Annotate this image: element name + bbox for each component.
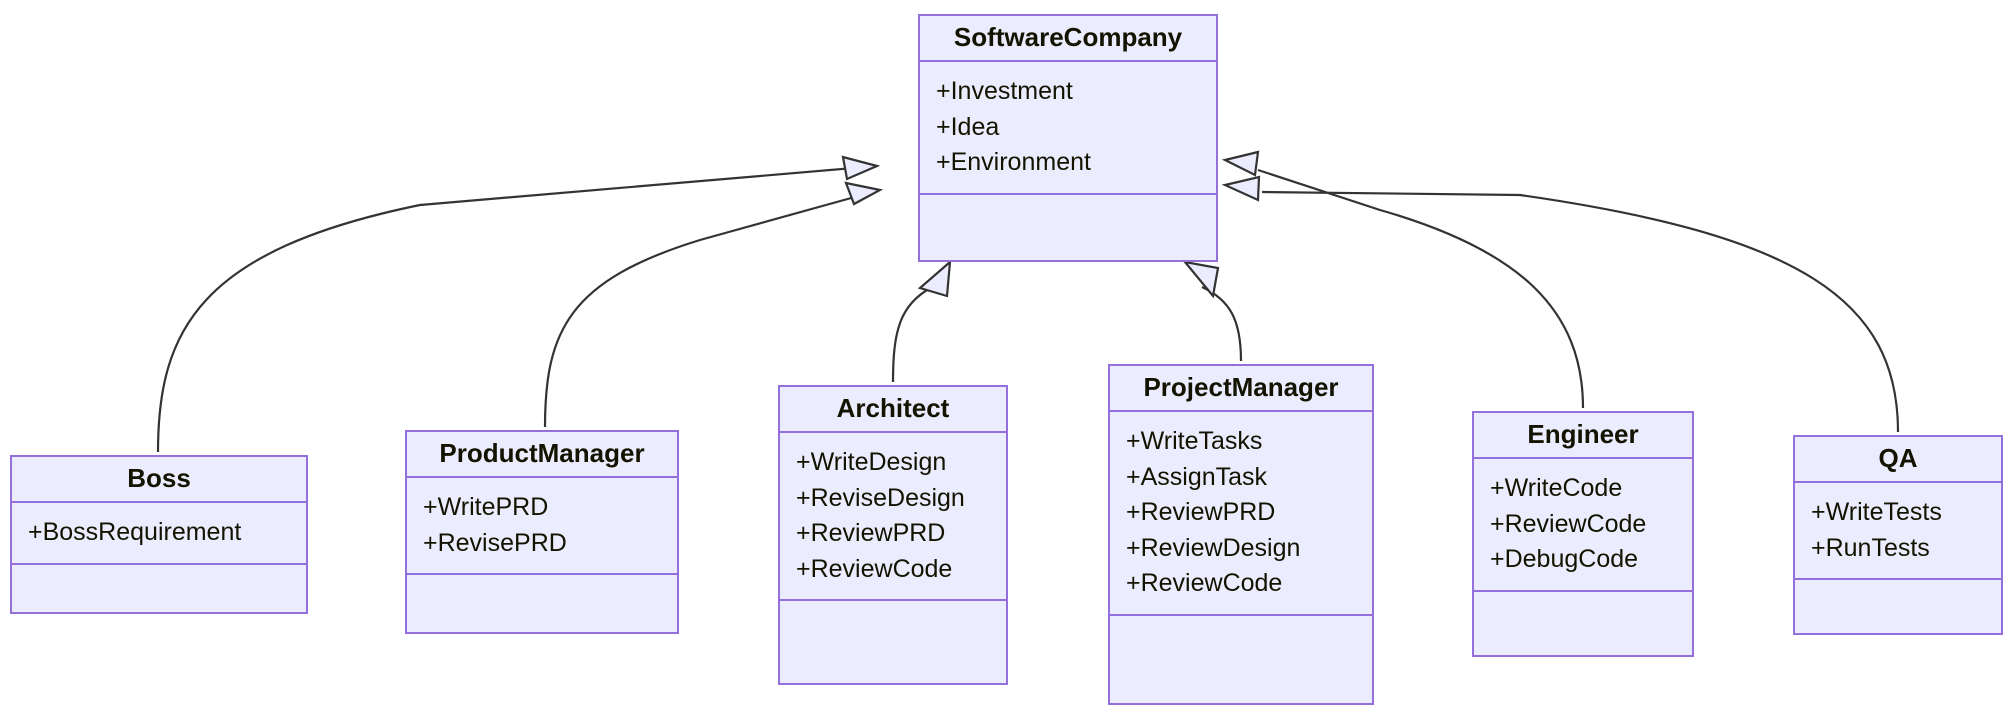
class-box-software-company[interactable]: SoftwareCompany +Investment +Idea +Environm… — [918, 14, 1218, 262]
inheritance-arrow-projectmanager — [1182, 260, 1220, 299]
class-members-boss: +BossRequirement — [12, 503, 306, 565]
class-member: +RunTests — [1811, 533, 1930, 562]
class-member: +BossRequirement — [28, 518, 242, 547]
class-box-project-manager[interactable]: ProjectManager +WriteTasks +AssignTask +Rev… — [1108, 364, 1374, 705]
class-methods-project-manager — [1110, 616, 1372, 654]
class-title-engineer: Engineer — [1474, 413, 1692, 460]
class-member: +ReviewPRD — [1126, 498, 1276, 527]
class-members-product-manager: +WritePRD +RevisePRD — [407, 478, 677, 576]
class-title-software-company: SoftwareCompany — [920, 16, 1216, 63]
class-methods-qa — [1795, 580, 2001, 618]
class-member: +RevisePRD — [423, 528, 567, 557]
class-title-qa: QA — [1795, 437, 2001, 484]
class-box-product-manager[interactable]: ProductManager +WritePRD +RevisePRD — [405, 430, 679, 634]
inheritance-arrow-productmanager — [844, 181, 884, 206]
class-member: +ReviewCode — [1126, 569, 1283, 598]
class-member: +ReviewCode — [1490, 509, 1647, 538]
class-member: +WriteDesign — [796, 448, 947, 477]
class-member: +DebugCode — [1490, 545, 1639, 574]
edge-projectmanager-to-softwarecompany — [1201, 286, 1243, 362]
class-members-qa: +WriteTests +RunTests — [1795, 483, 2001, 581]
class-member: +Investment — [936, 77, 1073, 106]
class-methods-architect — [780, 601, 1006, 639]
class-member: +WriteTasks — [1126, 427, 1263, 456]
class-member: +WriteCode — [1490, 474, 1623, 503]
class-member: +ReviewCode — [796, 554, 953, 583]
class-box-engineer[interactable]: Engineer +WriteCode +ReviewCode +DebugCode — [1472, 411, 1694, 657]
class-members-project-manager: +WriteTasks +AssignTask +ReviewPRD +ReviewD… — [1110, 412, 1372, 616]
class-title-architect: Architect — [780, 387, 1006, 434]
inheritance-arrow-boss — [841, 155, 881, 181]
class-member: +ReviewPRD — [796, 519, 946, 548]
class-member: +ReviewDesign — [1126, 533, 1301, 562]
class-methods-software-company — [920, 195, 1216, 233]
edge-architect-to-softwarecompany — [891, 286, 933, 383]
edge-boss-to-softwarecompany — [156, 164, 878, 453]
class-member: +ReviseDesign — [796, 483, 965, 512]
class-title-project-manager: ProjectManager — [1110, 366, 1372, 413]
class-title-boss: Boss — [12, 457, 306, 504]
class-members-software-company: +Investment +Idea +Environment — [920, 62, 1216, 195]
class-member: +Idea — [936, 112, 1000, 141]
class-members-architect: +WriteDesign +ReviseDesign +ReviewPRD +Revi… — [780, 433, 1006, 602]
class-member: +WriteTests — [1811, 498, 1942, 527]
class-methods-boss — [12, 565, 306, 603]
class-methods-product-manager — [407, 575, 677, 613]
inheritance-arrow-engineer — [1221, 150, 1260, 177]
class-members-engineer: +WriteCode +ReviewCode +DebugCode — [1474, 459, 1692, 592]
class-member: +WritePRD — [423, 493, 549, 522]
class-box-qa[interactable]: QA +WriteTests +RunTests — [1793, 435, 2003, 635]
class-member: +Environment — [936, 148, 1091, 177]
class-methods-engineer — [1474, 592, 1692, 630]
class-box-architect[interactable]: Architect +WriteDesign +ReviseDesign +Revie… — [778, 385, 1008, 685]
class-title-product-manager: ProductManager — [407, 432, 677, 479]
inheritance-arrow-qa — [1221, 175, 1261, 202]
inheritance-arrow-architect — [917, 259, 952, 298]
class-box-boss[interactable]: Boss +BossRequirement — [10, 455, 308, 614]
class-member: +AssignTask — [1126, 462, 1268, 491]
